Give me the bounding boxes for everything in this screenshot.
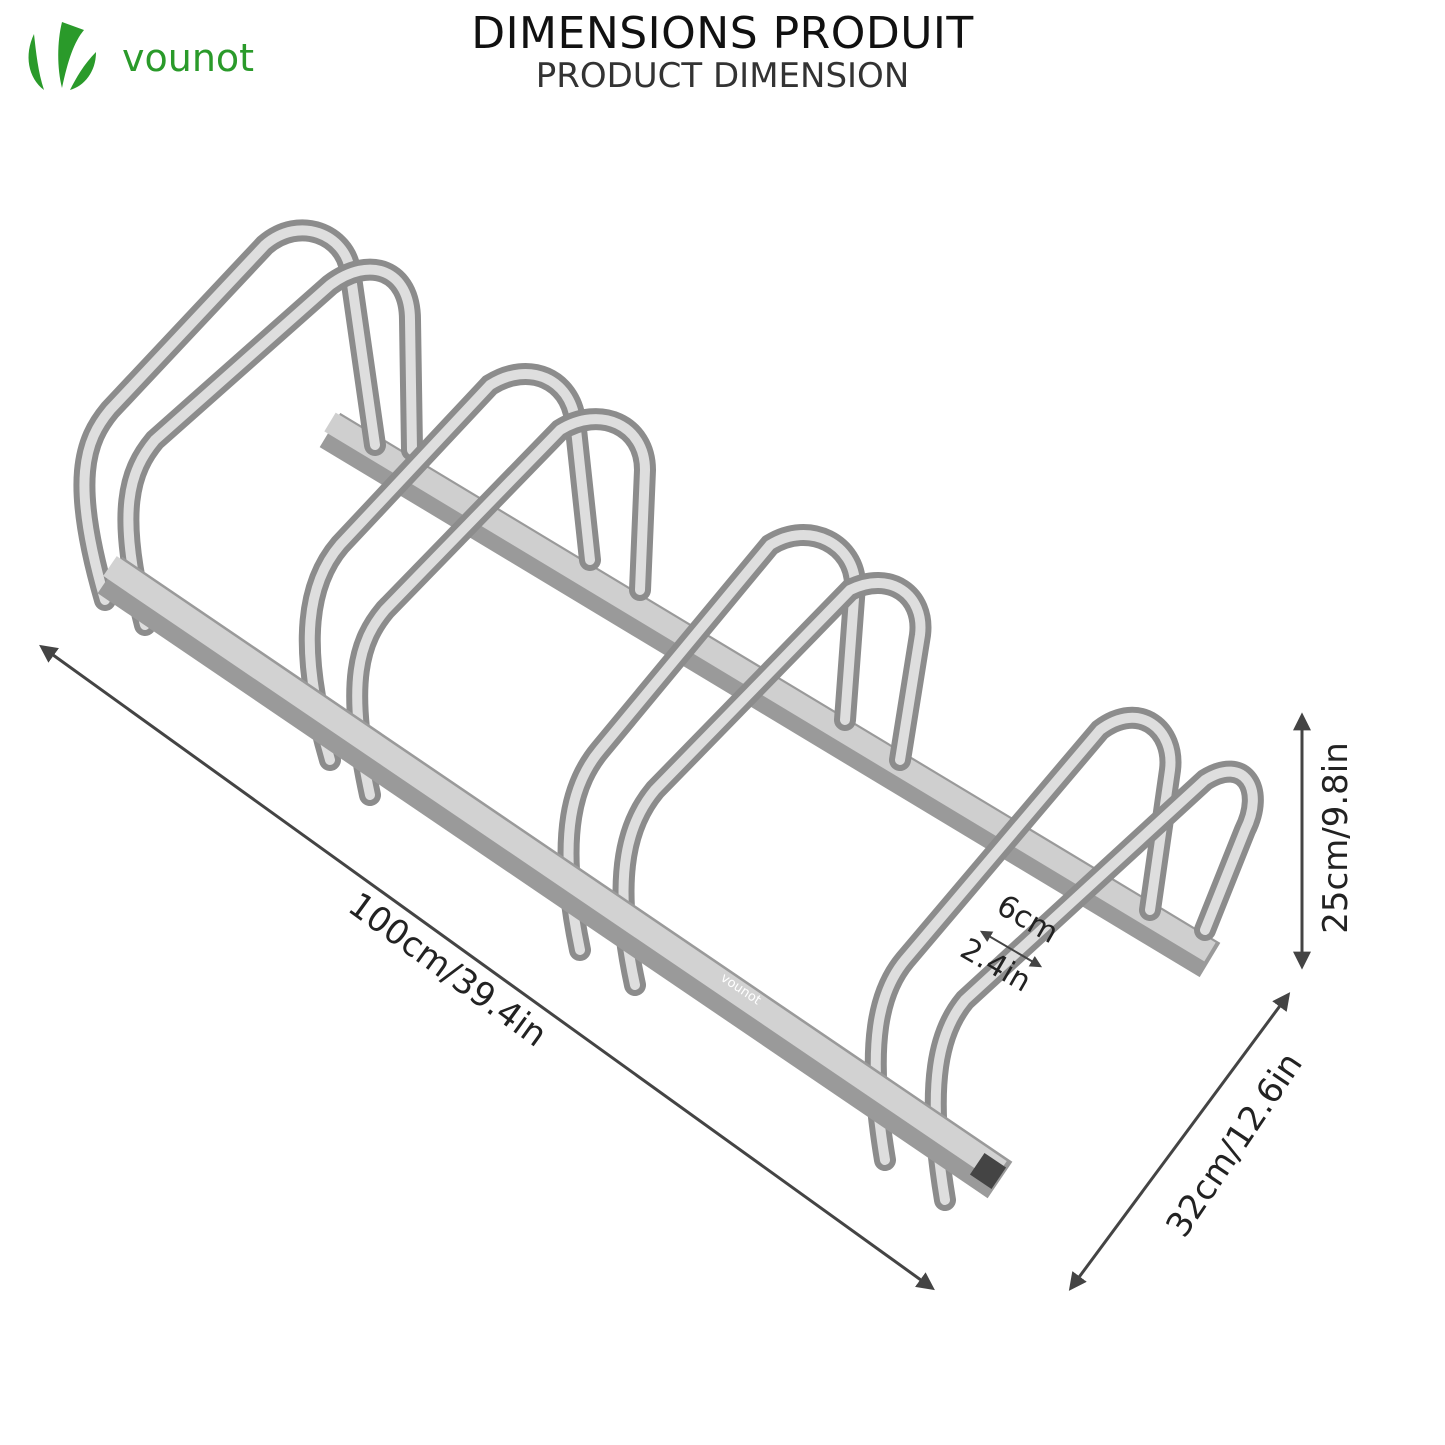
gap-arrow (979, 930, 1043, 968)
hoop-8 (924, 760, 1264, 1211)
title: DIMENSIONS PRODUIT (471, 8, 974, 59)
height-label: 25cm/9.8in (1315, 742, 1356, 934)
hoops (73, 219, 1264, 1211)
hoop-2 (117, 258, 423, 636)
brand-name: vounot (122, 36, 255, 80)
vounot-logo-icon (28, 22, 96, 90)
length-arrow (39, 644, 935, 1291)
front-bar (97, 556, 1013, 1199)
subtitle: PRODUCT DIMENSION (535, 56, 910, 96)
width-arrow (1068, 992, 1291, 1291)
back-bar (319, 412, 1221, 978)
hoop-1 (73, 219, 386, 611)
